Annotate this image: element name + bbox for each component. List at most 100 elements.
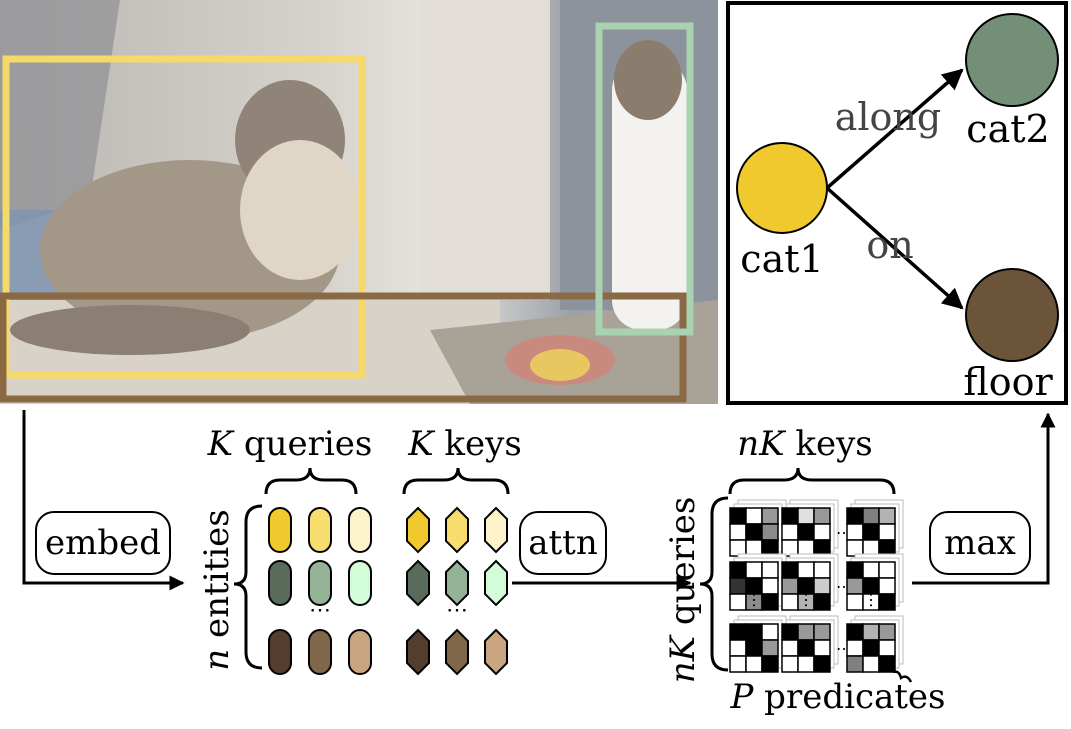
- max-box: [929, 511, 1031, 575]
- matrix-cell: [745, 523, 763, 541]
- key-token: [445, 559, 469, 607]
- matrix-cell: [781, 593, 799, 611]
- floor-bounding-box: [0, 292, 687, 403]
- nk-keys-text: keys: [785, 424, 873, 464]
- matrix-cell: [813, 655, 831, 673]
- predicate-matrix: [729, 615, 787, 673]
- keys-text: keys: [434, 424, 522, 464]
- matrix-cell: [813, 507, 831, 525]
- nk-queries-brace: [699, 496, 729, 672]
- key-token: [406, 506, 430, 554]
- matrix-cell: [781, 507, 799, 525]
- matrix-cell: [862, 623, 880, 641]
- matrix-cell: [846, 507, 864, 525]
- matrix-cell: [797, 623, 815, 641]
- query-token: [268, 507, 292, 553]
- key-token: [406, 559, 430, 607]
- ellipsis: ⋯: [745, 592, 764, 608]
- matrix-cell: [878, 523, 896, 541]
- matrix-cell: [878, 561, 896, 579]
- query-token: [348, 560, 372, 606]
- matrix-cell: [729, 561, 747, 579]
- keys-label: K keys: [407, 424, 522, 464]
- cat1-bounding-box: [2, 55, 366, 379]
- cat2-bounding-box: [595, 22, 694, 336]
- matrix-cell: [846, 593, 864, 611]
- predicate-matrix: [846, 553, 904, 611]
- predicate-matrix: [846, 499, 904, 557]
- matrix-cell: [745, 561, 763, 579]
- embed-label: embed: [45, 523, 161, 563]
- matrix-cell: [745, 639, 763, 657]
- queries-text: queries: [233, 424, 372, 464]
- query-token: [268, 629, 292, 675]
- edge-label-along: along: [835, 95, 942, 139]
- matrix-cell: [761, 561, 779, 579]
- predicate-matrix: [781, 553, 839, 611]
- matrix-cell: [846, 655, 864, 673]
- entities-label: n entities: [197, 509, 237, 670]
- ellipsis: ⋯: [446, 598, 468, 623]
- matrix-cell: [862, 507, 880, 525]
- matrix-cell: [729, 577, 747, 595]
- predicate-matrix: [729, 499, 787, 557]
- edge-label-on: on: [866, 223, 913, 267]
- matrix-cell: [781, 523, 799, 541]
- matrix-cell: [813, 523, 831, 541]
- nk-keys-brace: [728, 467, 896, 495]
- query-token: [308, 629, 332, 675]
- matrix-cell: [729, 623, 747, 641]
- predicates-brace: [892, 670, 913, 683]
- matrix-cell: [878, 593, 896, 611]
- matrix-cell: [862, 655, 880, 673]
- predicates-var: P: [729, 677, 754, 717]
- matrix-cell: [878, 623, 896, 641]
- node-cat1: [736, 142, 828, 234]
- matrix-cell: [761, 523, 779, 541]
- predicate-matrix: [846, 615, 904, 673]
- matrix-cell: [781, 639, 799, 657]
- nk-keys-label: nK keys: [737, 424, 873, 464]
- query-token: [308, 507, 332, 553]
- predicates-label: P predicates: [729, 677, 945, 717]
- matrix-cell: [761, 639, 779, 657]
- matrix-cell: [729, 655, 747, 673]
- matrix-cell: [797, 639, 815, 657]
- matrix-cell: [745, 655, 763, 673]
- key-token: [484, 559, 508, 607]
- keys-var: K: [407, 424, 436, 464]
- query-token: [348, 507, 372, 553]
- node-label-floor: floor: [963, 360, 1053, 404]
- matrix-cell: [797, 523, 815, 541]
- key-token: [484, 628, 508, 676]
- matrix-cell: [846, 561, 864, 579]
- matrix-cell: [846, 523, 864, 541]
- max-label: max: [944, 523, 1016, 563]
- node-floor: [965, 268, 1059, 362]
- matrix-cell: [745, 507, 763, 525]
- key-token: [406, 628, 430, 676]
- matrix-cell: [813, 561, 831, 579]
- embed-arrow: [22, 410, 185, 591]
- ellipsis: ⋯: [797, 592, 816, 608]
- matrix-cell: [862, 639, 880, 657]
- matrix-cell: [729, 523, 747, 541]
- matrix-cell: [813, 639, 831, 657]
- key-token: [445, 506, 469, 554]
- node-label-cat1: cat1: [740, 237, 823, 281]
- matrix-cell: [862, 523, 880, 541]
- query-token: [308, 560, 332, 606]
- matrix-cell: [813, 623, 831, 641]
- max-arrow: [912, 412, 1056, 585]
- entities-brace: [233, 504, 263, 670]
- matrix-cell: [781, 655, 799, 673]
- queries-label: K queries: [207, 424, 373, 464]
- matrix-cell: [761, 593, 779, 611]
- matrix-cell: [846, 623, 864, 641]
- queries-brace: [264, 467, 358, 495]
- nk-queries-var: nK: [663, 633, 703, 683]
- matrix-cell: [781, 561, 799, 579]
- predicate-matrix: [781, 499, 839, 557]
- matrix-cell: [781, 577, 799, 595]
